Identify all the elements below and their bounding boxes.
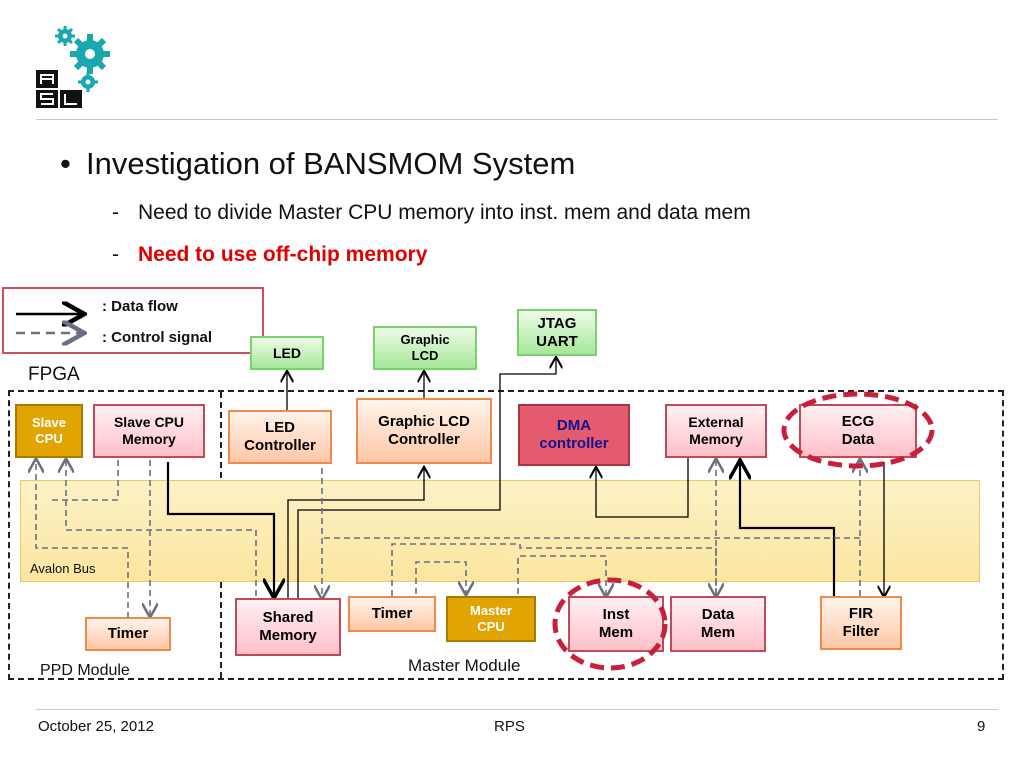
gear-icon <box>70 34 110 74</box>
ppd-module-label: PPD Module <box>40 662 130 679</box>
sub-bullet-2: -Need to use off-chip memory <box>112 243 428 266</box>
fpga-label: FPGA <box>28 364 80 385</box>
footer-divider <box>36 709 998 710</box>
legend-arrows <box>16 295 102 355</box>
small-gear-icon-2 <box>78 72 98 92</box>
timer-ppd-block: Timer <box>85 617 171 651</box>
header-divider <box>36 119 998 120</box>
timer-master-block: Timer <box>348 596 436 632</box>
footer-center: RPS <box>494 718 525 735</box>
sub-bullet-1-text: Need to divide Master CPU memory into in… <box>138 201 751 224</box>
sub-bullet-2-text: Need to use off-chip memory <box>138 243 428 266</box>
page-number: 9 <box>977 718 986 735</box>
bullet-dot: • <box>60 146 71 181</box>
led-block: LED <box>250 336 324 370</box>
footer-date: October 25, 2012 <box>38 718 154 735</box>
legend: : Data flow : Control signal <box>2 287 264 354</box>
avalon-bus <box>20 480 980 582</box>
asl-logo <box>36 26 110 108</box>
main-bullet-text: Investigation of BANSMOM System <box>86 146 576 181</box>
sub-bullet-1: -Need to divide Master CPU memory into i… <box>112 201 751 224</box>
main-bullet: • Investigation of BANSMOM System <box>60 146 575 182</box>
legend-control-signal: : Control signal <box>102 329 212 346</box>
avalon-bus-label: Avalon Bus <box>30 561 96 576</box>
legend-data-flow: : Data flow <box>102 298 178 315</box>
small-gear-icon <box>55 26 75 46</box>
master-module-label: Master Module <box>408 656 521 675</box>
